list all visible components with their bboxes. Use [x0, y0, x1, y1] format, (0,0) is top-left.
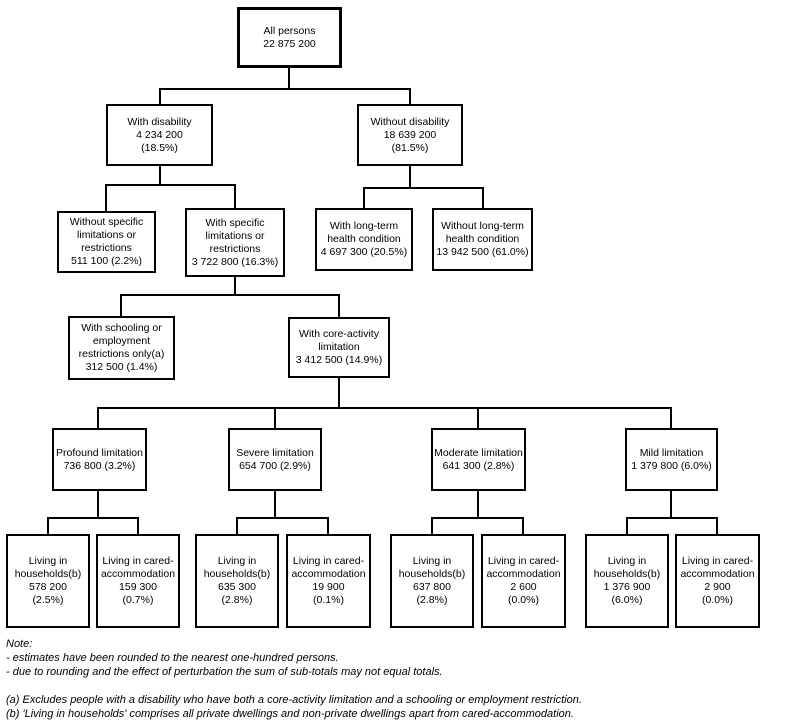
node-mild-limitation: Mild limitation 1 379 800 (6.0%) [625, 428, 718, 491]
node-with-specific-limitations: With specific limitations or restriction… [185, 208, 285, 277]
footnote-a: (a) Excludes people with a disability wh… [6, 694, 582, 706]
connector-line [236, 517, 329, 519]
connector-line [120, 294, 340, 296]
node-without-disability: Without disability 18 639 200 (81.5%) [357, 104, 463, 166]
connector-line [105, 184, 236, 186]
connector-line [431, 517, 433, 534]
connector-line [626, 517, 628, 534]
connector-line [670, 491, 672, 519]
connector-line [236, 517, 238, 534]
connector-line [47, 517, 49, 534]
connector-line [363, 187, 484, 189]
node-profound-limitation: Profound limitation 736 800 (3.2%) [52, 428, 147, 491]
connector-line [477, 407, 479, 428]
connector-line [522, 517, 524, 534]
notes-block: Note: - estimates have been rounded to t… [6, 637, 582, 721]
connector-line [274, 407, 276, 428]
note-bullet-1: - estimates have been rounded to the nea… [6, 652, 339, 664]
connector-line [105, 184, 107, 211]
node-with-long-term-condition: With long-term health condition 4 697 30… [315, 208, 413, 271]
node-schooling-employment-only: With schooling or employment restriction… [68, 316, 175, 380]
connector-line [97, 407, 99, 428]
node-severe-cared-accommodation: Living in cared- accommodation 19 900 (0… [286, 534, 371, 628]
connector-line [274, 491, 276, 519]
connector-line [363, 187, 365, 208]
connector-line [234, 184, 236, 208]
connector-line [159, 88, 411, 90]
node-with-disability: With disability 4 234 200 (18.5%) [106, 104, 213, 166]
connector-line [288, 68, 290, 90]
node-without-long-term-condition: Without long-term health condition 13 94… [432, 208, 533, 271]
node-moderate-limitation: Moderate limitation 641 300 (2.8%) [431, 428, 526, 491]
connector-line [670, 407, 672, 428]
node-profound-households: Living in households(b) 578 200 (2.5%) [6, 534, 90, 628]
node-mild-households: Living in households(b) 1 376 900 (6.0%) [585, 534, 669, 628]
connector-line [97, 491, 99, 519]
node-moderate-households: Living in households(b) 637 800 (2.8%) [390, 534, 474, 628]
connector-line [477, 491, 479, 519]
note-heading: Note: [6, 638, 33, 650]
connector-line [159, 88, 161, 104]
node-severe-limitation: Severe limitation 654 700 (2.9%) [228, 428, 322, 491]
node-without-specific-limitations: Without specific limitations or restrict… [57, 211, 156, 273]
connector-line [47, 517, 139, 519]
connector-line [409, 166, 411, 189]
connector-line [431, 517, 524, 519]
connector-line [159, 166, 161, 186]
node-mild-cared-accommodation: Living in cared- accommodation 2 900 (0.… [675, 534, 760, 628]
connector-line [338, 378, 340, 409]
connector-line [716, 517, 718, 534]
footnote-b: (b) 'Living in households' comprises all… [6, 708, 574, 720]
connector-line [338, 294, 340, 317]
node-severe-households: Living in households(b) 635 300 (2.8%) [195, 534, 279, 628]
connector-line [626, 517, 718, 519]
node-all-persons: All persons 22 875 200 [237, 7, 342, 68]
connector-line [482, 187, 484, 208]
connector-line [137, 517, 139, 534]
connector-line [120, 294, 122, 316]
node-core-activity-limitation: With core-activity limitation 3 412 500 … [288, 317, 390, 378]
connector-line [97, 407, 672, 409]
notes-spacer [6, 679, 582, 693]
connector-line [234, 277, 236, 296]
connector-line [327, 517, 329, 534]
node-profound-cared-accommodation: Living in cared- accommodation 159 300 (… [96, 534, 180, 628]
connector-line [409, 88, 411, 104]
node-moderate-cared-accommodation: Living in cared- accommodation 2 600 (0.… [481, 534, 566, 628]
note-bullet-2: - due to rounding and the effect of pert… [6, 666, 443, 678]
